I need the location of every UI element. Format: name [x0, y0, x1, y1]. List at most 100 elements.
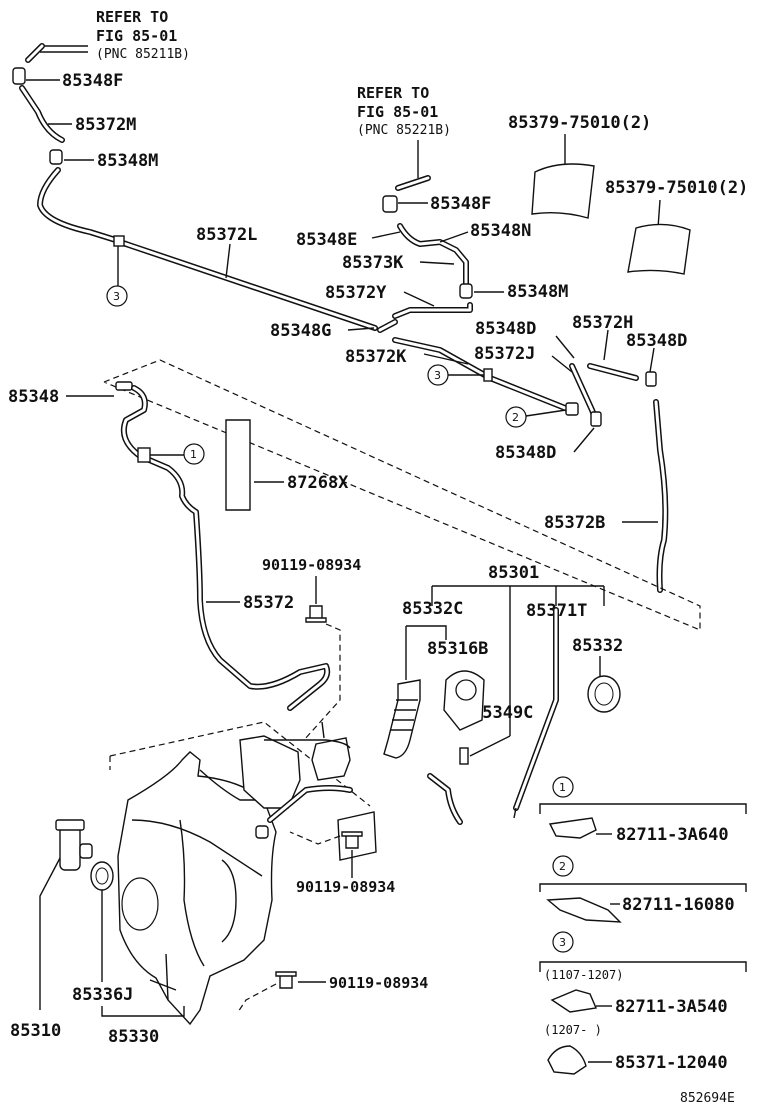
label-85348E: 85348E — [296, 230, 357, 250]
hose-85372L — [113, 235, 378, 331]
label-90119-c: 90119-08934 — [329, 974, 428, 992]
label-85348M-a: 85348M — [97, 151, 158, 171]
ref-top-left-line1: REFER TO — [96, 8, 168, 26]
callout-1-left — [183, 443, 205, 465]
cap-85332 — [587, 675, 621, 713]
bolt-90119-b — [341, 831, 363, 849]
level-gauge-85371T — [513, 607, 559, 819]
label-85372M: 85372M — [75, 115, 136, 135]
label-82711-3A640: 82711-3A640 — [616, 825, 729, 845]
pad-87268X — [225, 419, 251, 511]
label-85332: 85332 — [572, 636, 623, 656]
leader-85349C — [469, 735, 511, 757]
ref-top-mid-line3: (PNC 85221B) — [357, 123, 451, 138]
label-85379-a: 85379-75010(2) — [508, 113, 651, 133]
bolt-c-dashed — [237, 983, 277, 1013]
bolt-90119-a — [305, 605, 327, 623]
clip-85371-12040 — [547, 1045, 587, 1075]
label-85348D-a: 85348D — [475, 319, 536, 339]
label-82711-16080: 82711-16080 — [622, 895, 735, 915]
leader-85373K — [419, 261, 455, 265]
leader-85348G — [347, 327, 375, 331]
filler-body-85316B — [443, 670, 485, 731]
ref-top-left-line2: FIG 85-01 — [96, 27, 177, 45]
shield-85379-b — [627, 223, 691, 275]
label-85348D-c: 85348D — [495, 443, 556, 463]
range-1107-1207: (1107-1207) — [544, 968, 623, 982]
hose-right-assembly — [569, 363, 669, 593]
shield-85379-a — [531, 163, 595, 219]
label-85348D-b: 85348D — [626, 331, 687, 351]
leader-85372K — [423, 353, 469, 365]
callout-3-left — [106, 285, 128, 307]
label-85371-12040: 85371-12040 — [615, 1053, 728, 1073]
filler-neck-85332C — [383, 679, 421, 759]
label-85332C: 85332C — [402, 599, 463, 619]
leader-85310 — [39, 857, 61, 1010]
callout-1-left-text: 1 — [190, 448, 197, 461]
hood-outline-dashed — [103, 359, 701, 631]
label-85348: 85348 — [8, 387, 59, 407]
callout-2-top-text: 2 — [512, 411, 519, 424]
figure-code: 852694E — [680, 1091, 735, 1106]
clip-82711-3A540 — [550, 989, 597, 1013]
bolt-a-dashed — [303, 623, 341, 741]
leader-85372H — [603, 329, 609, 361]
bracket-85330 — [101, 1006, 185, 1017]
label-85348F-a: 85348F — [62, 71, 123, 91]
legend-callout-1 — [552, 776, 574, 798]
label-85310: 85310 — [10, 1021, 61, 1041]
bracket-85301 — [431, 585, 605, 736]
label-85372: 85372 — [243, 593, 294, 613]
leader-callout2 — [525, 409, 567, 417]
label-85379-b: 85379-75010(2) — [605, 178, 748, 198]
pump-85310 — [55, 819, 93, 871]
ref-top-mid-line2: FIG 85-01 — [357, 103, 438, 121]
label-85372H: 85372H — [572, 313, 633, 333]
clip-82711-3A640 — [548, 817, 597, 839]
bolt-90119-c — [275, 971, 297, 989]
leader-85348E — [371, 231, 401, 239]
label-87268X: 87268X — [287, 473, 349, 493]
legend-callout-1-text: 1 — [559, 781, 566, 794]
tank-dashed-upper — [109, 721, 371, 807]
leader-85348N — [439, 231, 469, 243]
bracket-85332C — [405, 625, 447, 680]
callout-3-left-text: 3 — [113, 290, 120, 303]
label-85372L: 85372L — [196, 225, 257, 245]
grommet-85336J — [90, 861, 114, 891]
legend-callout-2-text: 2 — [559, 860, 566, 873]
leader-85372Y — [403, 291, 435, 307]
label-85348M-b: 85348M — [507, 282, 568, 302]
legend-callout-2 — [552, 855, 574, 877]
hose-middle-assembly — [377, 195, 473, 333]
ref-top-left-line3: (PNC 85211B) — [96, 47, 190, 62]
label-90119-b: 90119-08934 — [296, 878, 395, 896]
label-85330: 85330 — [108, 1027, 159, 1047]
label-90119-a: 90119-08934 — [262, 556, 361, 574]
legend-bracket-1 — [539, 803, 747, 814]
leader-85348D-c — [573, 427, 595, 453]
leader-85379-b — [657, 199, 661, 229]
legend-bracket-3 — [539, 961, 747, 972]
leader-85372J — [551, 355, 573, 373]
label-85349C: 85349C — [472, 703, 533, 723]
label-85372Y: 85372Y — [325, 283, 387, 303]
ref-top-mid-line1: REFER TO — [357, 84, 429, 102]
label-85372B: 85372B — [544, 513, 605, 533]
label-85348G: 85348G — [270, 321, 331, 341]
leader-85348D-b — [649, 347, 655, 373]
label-85373K: 85373K — [342, 253, 404, 273]
hose-85372-assembly — [115, 381, 331, 711]
label-85372J: 85372J — [474, 344, 535, 364]
clip-82711-16080 — [546, 897, 622, 923]
legend-callout-3-text: 3 — [559, 936, 566, 949]
leader-85372L — [225, 243, 231, 279]
bolt-b-dashed — [289, 831, 341, 845]
label-85336J: 85336J — [72, 985, 133, 1005]
legend-callout-3 — [552, 931, 574, 953]
label-82711-3A540: 82711-3A540 — [615, 997, 728, 1017]
callout-3-mid-text: 3 — [434, 369, 441, 382]
